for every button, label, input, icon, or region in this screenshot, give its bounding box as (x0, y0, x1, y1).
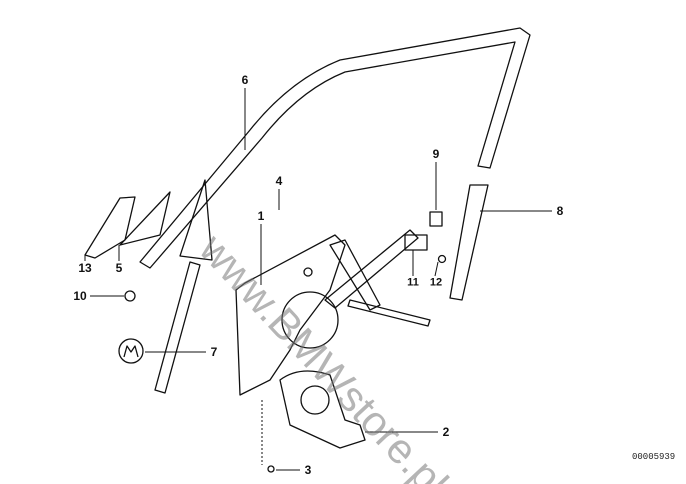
window-frame (139, 27, 531, 269)
callout-2[interactable]: 2 (442, 425, 450, 439)
screw-12 (437, 254, 447, 264)
diagram-code: 00005939 (632, 452, 676, 462)
frame-gusset (179, 179, 213, 261)
callout-10[interactable]: 10 (73, 289, 87, 303)
callout-7[interactable]: 7 (210, 345, 218, 359)
regulator-arm (329, 239, 381, 311)
trim-piece-13 (84, 196, 136, 259)
bmw-m-mark (123, 345, 139, 358)
guide-rail-rear (449, 184, 489, 301)
clip-9 (429, 211, 443, 227)
screw-10 (124, 290, 136, 302)
bmw-logo-emblem (118, 338, 144, 364)
guide-rail-front (154, 261, 201, 394)
motor-fan (300, 385, 330, 415)
callout-1[interactable]: 1 (257, 209, 265, 223)
regulator-arm (324, 229, 419, 309)
callout-3[interactable]: 3 (304, 463, 312, 477)
trim-piece-5 (119, 191, 171, 246)
regulator-gear (281, 291, 339, 349)
callout-11[interactable]: 11 (407, 276, 419, 289)
callout-5[interactable]: 5 (115, 261, 123, 275)
callout-8[interactable]: 8 (556, 204, 564, 218)
window-motor (279, 370, 366, 449)
plate-11 (404, 234, 428, 251)
screw-3 (267, 465, 275, 473)
regulator-rail (347, 299, 431, 327)
callout-9[interactable]: 9 (432, 147, 440, 161)
callout-6[interactable]: 6 (241, 73, 249, 87)
callout-4[interactable]: 4 (275, 174, 283, 188)
nut-4 (303, 267, 313, 277)
callout-13[interactable]: 13 (78, 261, 92, 275)
regulator-plate (235, 234, 346, 396)
callout-12[interactable]: 12 (429, 276, 443, 289)
